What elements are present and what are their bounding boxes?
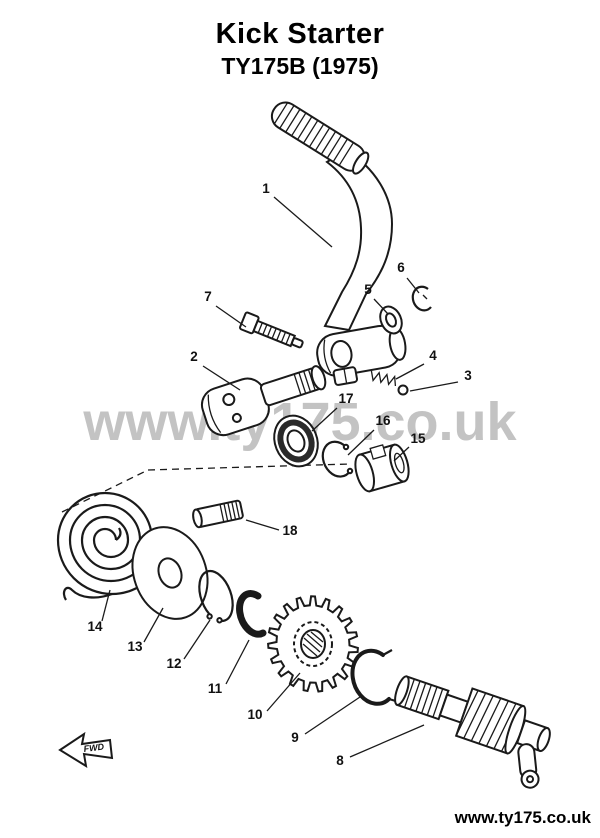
part-spring-small [370, 370, 397, 387]
part-label-16: 16 [375, 413, 391, 428]
fwd-arrow: FWD [58, 731, 114, 769]
part-label-18: 18 [282, 523, 298, 538]
part-label-4: 4 [429, 348, 437, 363]
part-label-11: 11 [208, 681, 223, 696]
part-pawl-clip [236, 590, 267, 638]
part-label-5: 5 [364, 282, 372, 297]
part-label-3: 3 [464, 368, 472, 383]
page-subtitle: TY175B (1975) [221, 53, 379, 79]
part-spiral-spring [56, 491, 168, 601]
part-label-17: 17 [338, 391, 353, 406]
part-label-8: 8 [336, 753, 344, 768]
part-kick-lever [270, 101, 407, 386]
part-circlip-small [321, 440, 354, 478]
part-e-clip [411, 285, 432, 312]
part-label-6: 6 [397, 260, 405, 275]
part-bearing [273, 414, 319, 468]
part-label-13: 13 [127, 639, 143, 654]
part-label-14: 14 [87, 619, 103, 634]
part-ball [397, 384, 409, 396]
part-kick-gear [267, 595, 359, 693]
part-spring-clip [350, 648, 400, 706]
part-circlip-large [198, 569, 234, 626]
part-bolt [239, 311, 304, 349]
dashed-guide-lines [61, 463, 351, 513]
fwd-arrow-label: FWD [83, 742, 105, 754]
part-label-7: 7 [204, 289, 212, 304]
leader-lines [101, 196, 459, 758]
part-starter-boss [200, 365, 327, 437]
part-number-labels: 1 2 3 4 5 6 7 8 9 10 11 12 13 14 15 16 1… [87, 181, 472, 768]
part-label-10: 10 [247, 707, 262, 722]
part-label-2: 2 [190, 349, 198, 364]
part-label-1: 1 [262, 181, 270, 196]
part-label-12: 12 [166, 656, 181, 671]
part-label-15: 15 [410, 431, 426, 446]
part-pin [192, 499, 244, 529]
part-spring-plate [131, 526, 209, 620]
kick-pedal [270, 101, 370, 175]
lever-clamp-boss [316, 324, 407, 386]
part-kick-shaft [394, 675, 551, 789]
footer-website-link[interactable]: www.ty175.co.uk [454, 808, 591, 827]
part-collar [354, 443, 410, 493]
page-title: Kick Starter [215, 18, 385, 50]
part-label-9: 9 [291, 730, 299, 745]
